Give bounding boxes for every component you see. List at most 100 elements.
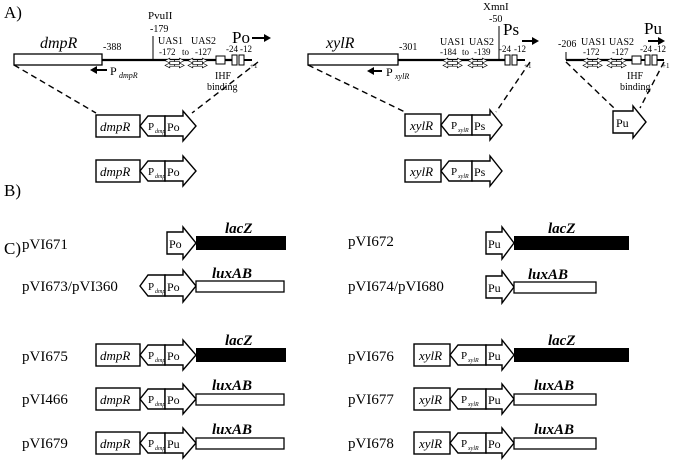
svg-text:P: P (148, 121, 154, 133)
svg-text:luxAB: luxAB (528, 267, 568, 283)
construct-a-po: Po (167, 120, 180, 134)
pu-dash-left (565, 61, 615, 109)
pu-uas1-label: UAS1 (581, 37, 606, 48)
svg-text:P: P (451, 166, 457, 178)
xylR-uas2-pos: -139 (474, 47, 491, 57)
svg-text:Ps: Ps (474, 119, 486, 133)
pu-m24-box (644, 54, 651, 66)
xylR-uas1-pos: -184 (440, 47, 457, 57)
pu-p1-pos: +1 (662, 62, 670, 70)
pu-start-pos: -206 (558, 39, 576, 50)
dmpR-map: dmpR -388 PvuII -179 UAS1 UAS2 -172 to -… (13, 10, 271, 114)
dmpR-uas2-pos: -127 (195, 47, 212, 57)
dmpR-m12-box (238, 54, 245, 66)
luxab-bar (513, 281, 597, 294)
svg-text:Po: Po (167, 393, 180, 407)
lacz-bar (196, 236, 286, 250)
plasmid-pvi679: pVI679 (22, 436, 68, 452)
pvi671-construct: Po lacZ (166, 221, 286, 261)
svg-text:dmpR: dmpR (155, 174, 169, 180)
construct-a-pu: Pu (612, 104, 647, 140)
svg-text:lacZ: lacZ (225, 221, 253, 237)
dmpR-uas2-label: UAS2 (191, 36, 216, 47)
svg-text:Pu: Pu (616, 116, 629, 130)
xylR-m24-box (504, 54, 511, 66)
construct-a-dmpR: dmpR P dmpR Po (95, 109, 197, 143)
pu-uas1-pos: -172 (583, 47, 600, 57)
dmpR-m24-pos: -24 (226, 44, 238, 54)
pvuii-label: PvuII (148, 10, 173, 22)
svg-text:luxAB: luxAB (534, 378, 574, 394)
xylR-uas1-label: UAS1 (440, 37, 465, 48)
plasmid-pvi676: pVI676 (348, 349, 394, 365)
xmni-label: XmnI (483, 1, 509, 13)
svg-text:Pu: Pu (488, 349, 501, 363)
xylR-m24-pos: -24 (499, 44, 511, 54)
svg-text:P: P (148, 394, 154, 406)
lacz-bar (514, 236, 629, 250)
svg-text:P: P (451, 120, 457, 132)
dmpR-ihf-label-2: binding (207, 82, 238, 93)
plasmid-pvi672: pVI672 (348, 234, 394, 250)
xmni-pos: -50 (489, 14, 502, 25)
panel-c-label: C) (4, 239, 21, 258)
svg-text:Ps: Ps (474, 165, 486, 179)
luxab-bar (513, 393, 597, 406)
svg-text:P: P (148, 281, 154, 293)
pdmpR-label: P (110, 64, 117, 78)
construct-a-pdmpR-sub: dmpR (155, 129, 169, 135)
svg-text:luxAB: luxAB (534, 422, 574, 438)
svg-text:Pu: Pu (488, 237, 501, 251)
svg-text:xylR: xylR (409, 164, 433, 179)
pu-m12-box (651, 54, 658, 66)
svg-text:Po: Po (167, 165, 180, 179)
pvi676-construct: xylR P xylR Pu lacZ (413, 333, 629, 372)
xylR-to-label: to (462, 47, 470, 57)
lacz-bar (196, 348, 286, 362)
xylR-uas2-arrows (467, 57, 488, 69)
svg-text:xylR: xylR (418, 436, 442, 451)
xylR-gene-box (307, 53, 399, 66)
svg-text:Po: Po (169, 237, 182, 251)
svg-text:lacZ: lacZ (548, 333, 576, 349)
svg-text:dmpR: dmpR (100, 164, 130, 179)
plasmid-pvi675: pVI675 (22, 349, 68, 365)
svg-text:P: P (461, 350, 467, 362)
svg-text:xylR: xylR (418, 348, 442, 363)
xylR-m12-box (511, 54, 518, 66)
pu-dash-right (639, 61, 665, 109)
svg-text:P: P (148, 438, 154, 450)
pvi466-construct: dmpR P dmpR Po luxAB (95, 378, 285, 416)
dmpR-gene-box (13, 53, 103, 66)
pu-ihf-label-1: IHF (627, 71, 644, 82)
ps-label: Ps (503, 20, 519, 39)
plasmid-pvi466: pVI466 (22, 392, 68, 408)
construct-a-dmpR-gene: dmpR (100, 119, 130, 134)
dmpR-ihf-box (215, 55, 226, 65)
plasmid-pvi671: pVI671 (22, 237, 68, 253)
svg-text:dmpR: dmpR (155, 289, 169, 295)
svg-text:dmpR: dmpR (155, 446, 169, 452)
svg-text:Pu: Pu (167, 437, 180, 451)
svg-text:Po: Po (488, 437, 501, 451)
dmpR-uas1-label: UAS1 (158, 36, 183, 47)
svg-text:xylR: xylR (467, 402, 479, 408)
xylR-map: xylR -301 UAS1 UAS2 -184 to -139 XmnI -5… (307, 1, 539, 113)
construct-a-xylR: xylR P xylR Ps (404, 108, 503, 142)
svg-text:dmpR: dmpR (100, 392, 130, 407)
dmpR-dash-right (191, 61, 259, 114)
panel-a-label: A) (4, 3, 22, 22)
svg-text:P: P (148, 166, 154, 178)
construct-b-dmpR: dmpR P dmpR Po (95, 154, 197, 188)
po-label: Po (232, 28, 250, 47)
svg-text:lacZ: lacZ (225, 333, 253, 349)
svg-text:xylR: xylR (467, 358, 479, 364)
dmpR-ihf-label-1: IHF (215, 71, 232, 82)
dmpR-m12-pos: -12 (240, 44, 252, 54)
dmpR-to-label: to (182, 47, 190, 57)
dmpR-gene-label: dmpR (40, 35, 78, 52)
plasmid-pvi673: pVI673/pVI360 (22, 279, 118, 295)
luxab-bar (195, 437, 285, 450)
dmpR-p1-pos: +1 (250, 62, 258, 70)
